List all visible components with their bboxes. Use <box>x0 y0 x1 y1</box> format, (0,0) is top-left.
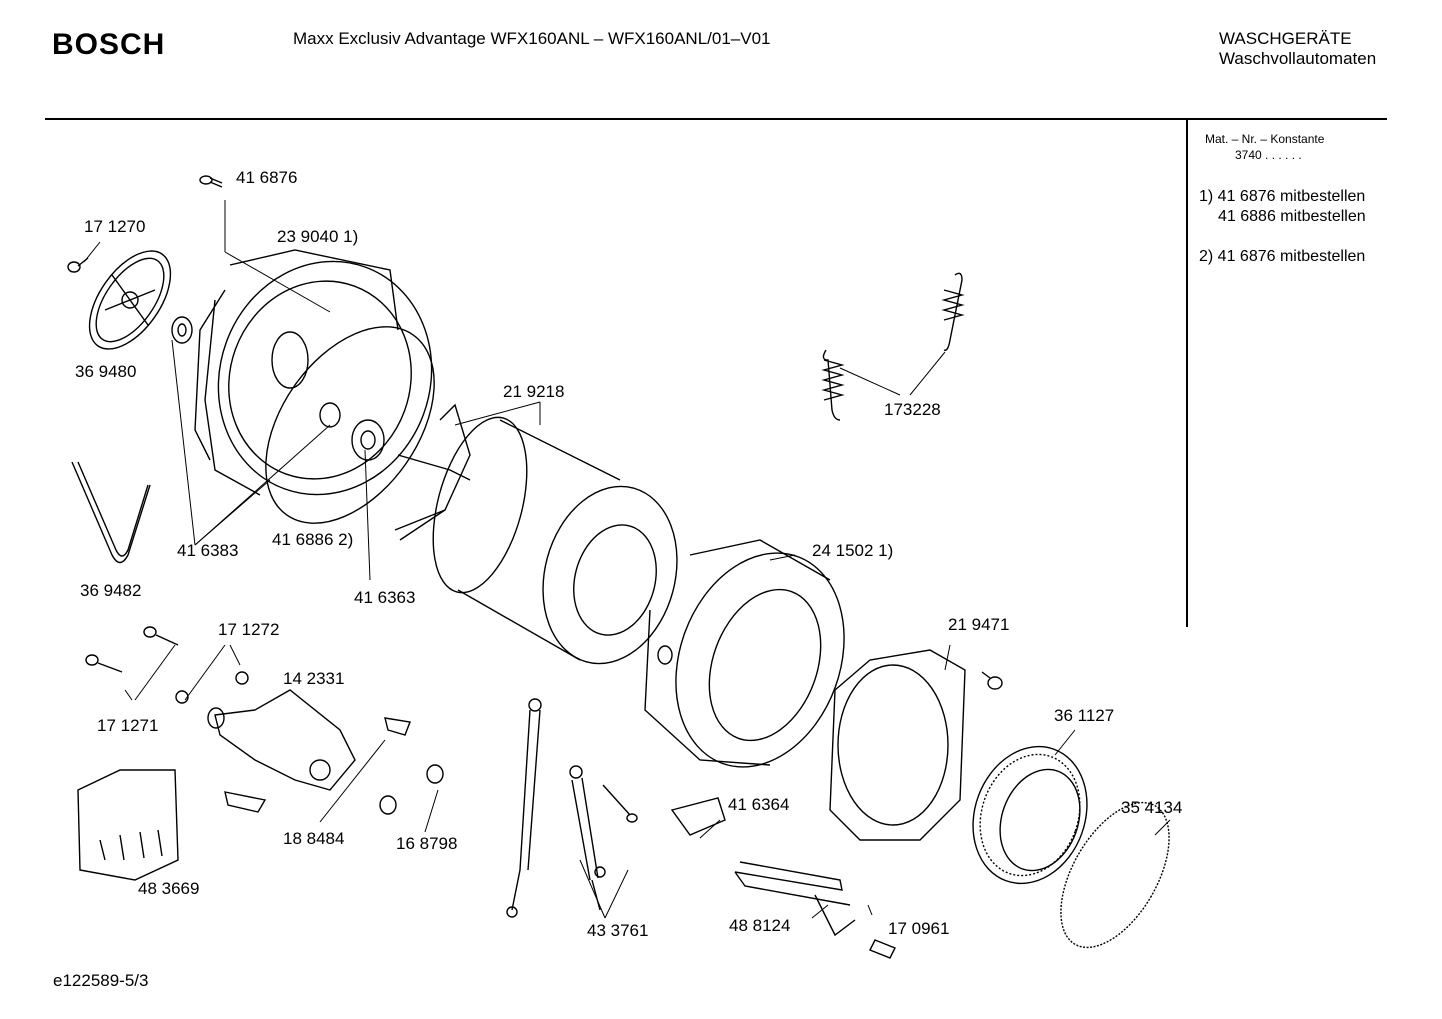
sensor-part <box>869 939 896 959</box>
part-label: 21 9471 <box>948 615 1010 634</box>
heater-part <box>734 861 856 937</box>
part-label: 41 6383 <box>177 541 239 560</box>
gasket-ring-part <box>265 326 435 524</box>
part-label: 43 3761 <box>587 921 649 940</box>
part-label: 17 1270 <box>84 217 146 236</box>
bracket-part <box>670 797 726 836</box>
leader-lines <box>83 200 1171 919</box>
part-label: 48 3669 <box>138 879 200 898</box>
part-label: 36 9482 <box>80 581 142 600</box>
belt-part <box>71 461 151 564</box>
screw-part <box>67 257 89 273</box>
spring-part <box>821 272 965 421</box>
clamp-ring-part <box>1060 801 1170 949</box>
front-panel-part <box>829 649 966 841</box>
drum-part <box>432 416 678 665</box>
part-label: 23 9040 1) <box>277 227 359 246</box>
pulley-part <box>88 250 172 350</box>
part-label: 41 6886 2) <box>272 530 354 549</box>
sidebar-rule <box>1186 119 1188 627</box>
part-label: 36 1127 <box>1054 706 1115 725</box>
part-label: 41 6876 <box>236 168 298 187</box>
front-tub-part <box>644 539 845 768</box>
part-label: 41 6363 <box>354 588 416 607</box>
sidebar-note: 1) 41 6876 mitbestellen <box>1199 188 1366 205</box>
bearing-part <box>171 316 193 344</box>
sidebar-note: 41 6886 mitbestellen <box>1218 208 1366 225</box>
part-label: 24 1502 1) <box>812 541 894 560</box>
part-label: 36 9480 <box>75 362 137 381</box>
part-label: 17 1271 <box>97 716 159 735</box>
screw-part <box>85 626 179 673</box>
pump-part <box>207 689 356 791</box>
control-module-part <box>77 769 179 881</box>
brand-logo: BOSCH <box>52 28 166 61</box>
part-label: 21 9218 <box>503 382 565 401</box>
part-label: 17 0961 <box>888 919 950 938</box>
header-rule <box>45 118 1387 120</box>
category-sub: Waschvollautomaten <box>1219 49 1377 68</box>
category-main: WASCHGERÄTE <box>1219 29 1352 48</box>
part-label: 18 8484 <box>283 829 345 848</box>
screw-part <box>199 175 223 188</box>
part-label: 35 4134 <box>1121 798 1183 817</box>
drawing-id: e122589-5/3 <box>53 971 149 990</box>
bush-part <box>379 764 444 815</box>
model-title: Maxx Exclusiv Advantage WFX160ANL – WFX1… <box>293 29 771 48</box>
clip-part <box>224 717 411 813</box>
part-label: 16 8798 <box>396 834 458 853</box>
mat-value: 3740 . . . . . . <box>1235 148 1302 162</box>
door-seal-part <box>972 745 1088 885</box>
part-label: 48 8124 <box>729 916 791 935</box>
drum-spider-part <box>394 403 471 541</box>
mat-label: Mat. – Nr. – Konstante <box>1205 132 1325 146</box>
part-label: 173228 <box>884 400 941 419</box>
part-label: 17 1272 <box>218 620 280 639</box>
sidebar-note: 2) 41 6876 mitbestellen <box>1199 248 1366 265</box>
shock-absorber-part <box>506 698 638 918</box>
part-label: 41 6364 <box>728 795 790 814</box>
rear-tub-part <box>194 249 433 496</box>
nut-part <box>175 671 249 704</box>
part-label: 14 2331 <box>283 669 345 688</box>
screw-part <box>981 671 1003 690</box>
